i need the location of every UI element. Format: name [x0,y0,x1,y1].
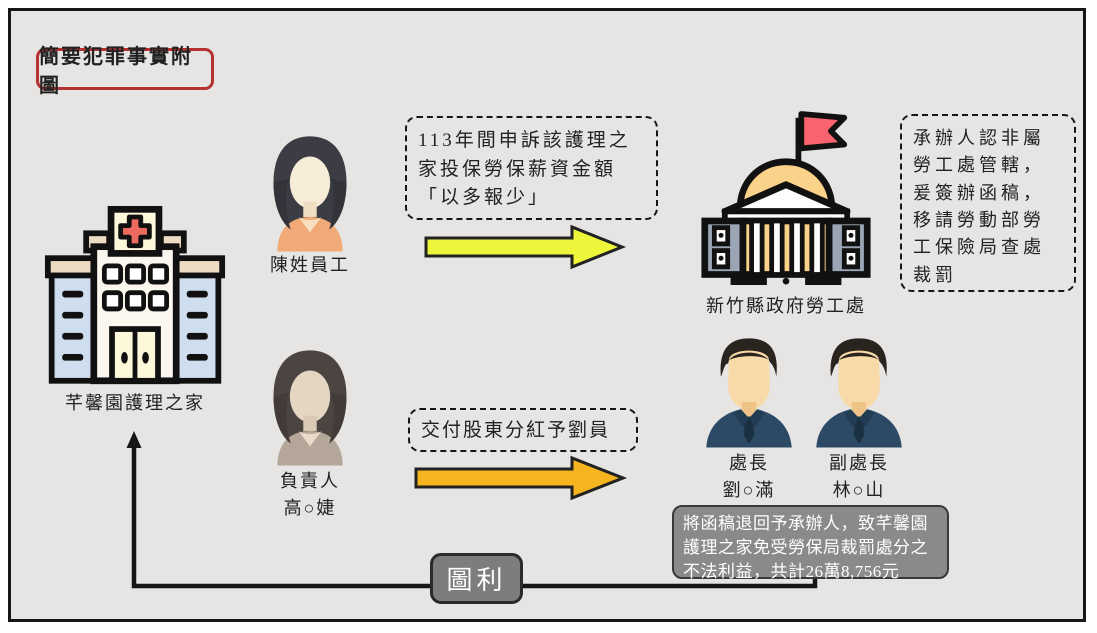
capitol-building-icon [701,111,871,285]
complaint-callout: 113年間申訴該護理之家投保勞保薪資金額「以多報少」 [405,116,658,220]
diagram-title: 簡要犯罪事實附圖 [36,46,214,97]
diagram-title-text: 簡要犯罪事實附圖 [39,46,193,97]
government-office-icon [700,106,872,292]
referral-callout: 承辦人認非屬勞工處管轄，爰簽辦函稿，移請勞動部勞工保險局查處裁罰 [900,114,1076,292]
deputy-role-text: 副處長 [829,453,889,473]
director-label: 處長 劉○滿 [697,450,801,504]
complaint-arrow [422,224,627,270]
government-label: 新竹縣政府勞工處 [688,293,884,320]
benefit-label-box: 圖利 [430,553,523,604]
government-label-text: 新竹縣政府勞工處 [706,296,866,316]
dividend-callout: 交付股東分紅予劉員 [408,408,638,452]
employee-avatar [262,132,358,252]
nursing-home-label-text: 芊馨園護理之家 [65,393,205,413]
hospital-building-icon [44,205,226,385]
director-name-text: 劉○滿 [722,480,776,500]
result-callout: 將函稿退回予承辦人，致芊馨園護理之家免受勞保局裁罰處分之不法利益，共計26萬8,… [672,505,949,582]
woman-avatar-icon [273,136,347,252]
result-text: 將函稿退回予承辦人，致芊馨園護理之家免受勞保局裁罰處分之不法利益，共計26萬8,… [683,514,928,582]
owner-role-text: 負責人 [280,471,340,491]
nursing-home-icon [44,204,226,389]
deputy-name-text: 林○山 [832,480,886,500]
deputy-label: 副處長 林○山 [807,450,911,504]
owner-name-text: 高○婕 [283,498,337,518]
referral-text: 承辦人認非屬勞工處管轄，爰簽辦函稿，移請勞動部勞工保險局查處裁罰 [913,128,1045,285]
director-role-text: 處長 [729,453,769,473]
deputy-avatar [809,336,909,448]
right-arrow-icon [424,224,627,270]
complaint-text: 113年間申訴該護理之家投保勞保薪資金額「以多報少」 [418,130,631,208]
owner-avatar [262,344,358,468]
director-avatar [699,336,799,448]
owner-label: 負責人 高○婕 [250,468,370,522]
nursing-home-label: 芊馨園護理之家 [30,390,240,417]
dividend-text: 交付股東分紅予劉員 [421,420,611,441]
right-arrow-icon [414,455,628,501]
man-avatar-icon [706,338,792,448]
benefit-text: 圖利 [446,566,507,595]
man-avatar-icon [816,338,902,448]
woman-avatar-icon [273,350,347,466]
dividend-arrow [412,454,628,502]
employee-label-text: 陳姓員工 [270,255,350,275]
employee-label: 陳姓員工 [252,252,368,279]
